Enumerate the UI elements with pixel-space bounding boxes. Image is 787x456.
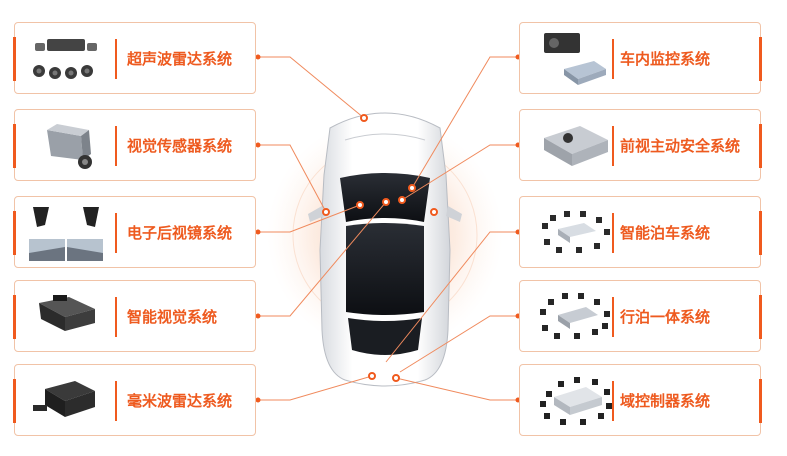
card-driving-parking[interactable]: 行泊一体系统 — [519, 280, 762, 352]
ultrasonic-radar-icon — [33, 39, 97, 79]
mmwave-radar-icon — [33, 381, 95, 417]
card-camera-sensor[interactable]: 视觉传感器系统 — [13, 109, 256, 181]
card-mmwave-radar[interactable]: 毫米波雷达系统 — [13, 364, 256, 436]
card-label: 智能视觉系统 — [127, 308, 218, 326]
front-view-safety-icon — [544, 126, 608, 166]
card-smart-vision[interactable]: 智能视觉系统 — [13, 280, 256, 352]
card-e-mirror[interactable]: 电子后视镜系统 — [13, 196, 256, 268]
card-label: 智能泊车系统 — [620, 224, 711, 242]
driving-parking-icon — [540, 293, 610, 339]
card-label: 毫米波雷达系统 — [127, 392, 233, 410]
card-label: 电子后视镜系统 — [127, 224, 233, 242]
card-label: 前视主动安全系统 — [620, 137, 741, 155]
card-domain-controller[interactable]: 域控制器系统 — [519, 364, 762, 436]
card-smart-parking[interactable]: 智能泊车系统 — [519, 196, 762, 268]
card-ultrasonic-radar[interactable]: 超声波雷达系统 — [13, 22, 256, 94]
smart-parking-icon — [542, 211, 610, 253]
card-front-view-safety[interactable]: 前视主动安全系统 — [519, 109, 762, 181]
cabin-monitor-icon — [544, 33, 606, 85]
camera-sensor-icon — [47, 124, 92, 169]
card-label: 超声波雷达系统 — [127, 50, 233, 68]
domain-controller-icon — [540, 377, 612, 425]
card-label: 域控制器系统 — [620, 392, 711, 410]
e-mirror-icon — [29, 207, 103, 261]
smart-vision-icon — [39, 295, 95, 331]
car-top-view-icon — [308, 112, 462, 387]
card-cabin-monitor[interactable]: 车内监控系统 — [519, 22, 762, 94]
card-label: 视觉传感器系统 — [127, 137, 233, 155]
card-label: 行泊一体系统 — [620, 308, 711, 326]
card-label: 车内监控系统 — [620, 50, 711, 68]
